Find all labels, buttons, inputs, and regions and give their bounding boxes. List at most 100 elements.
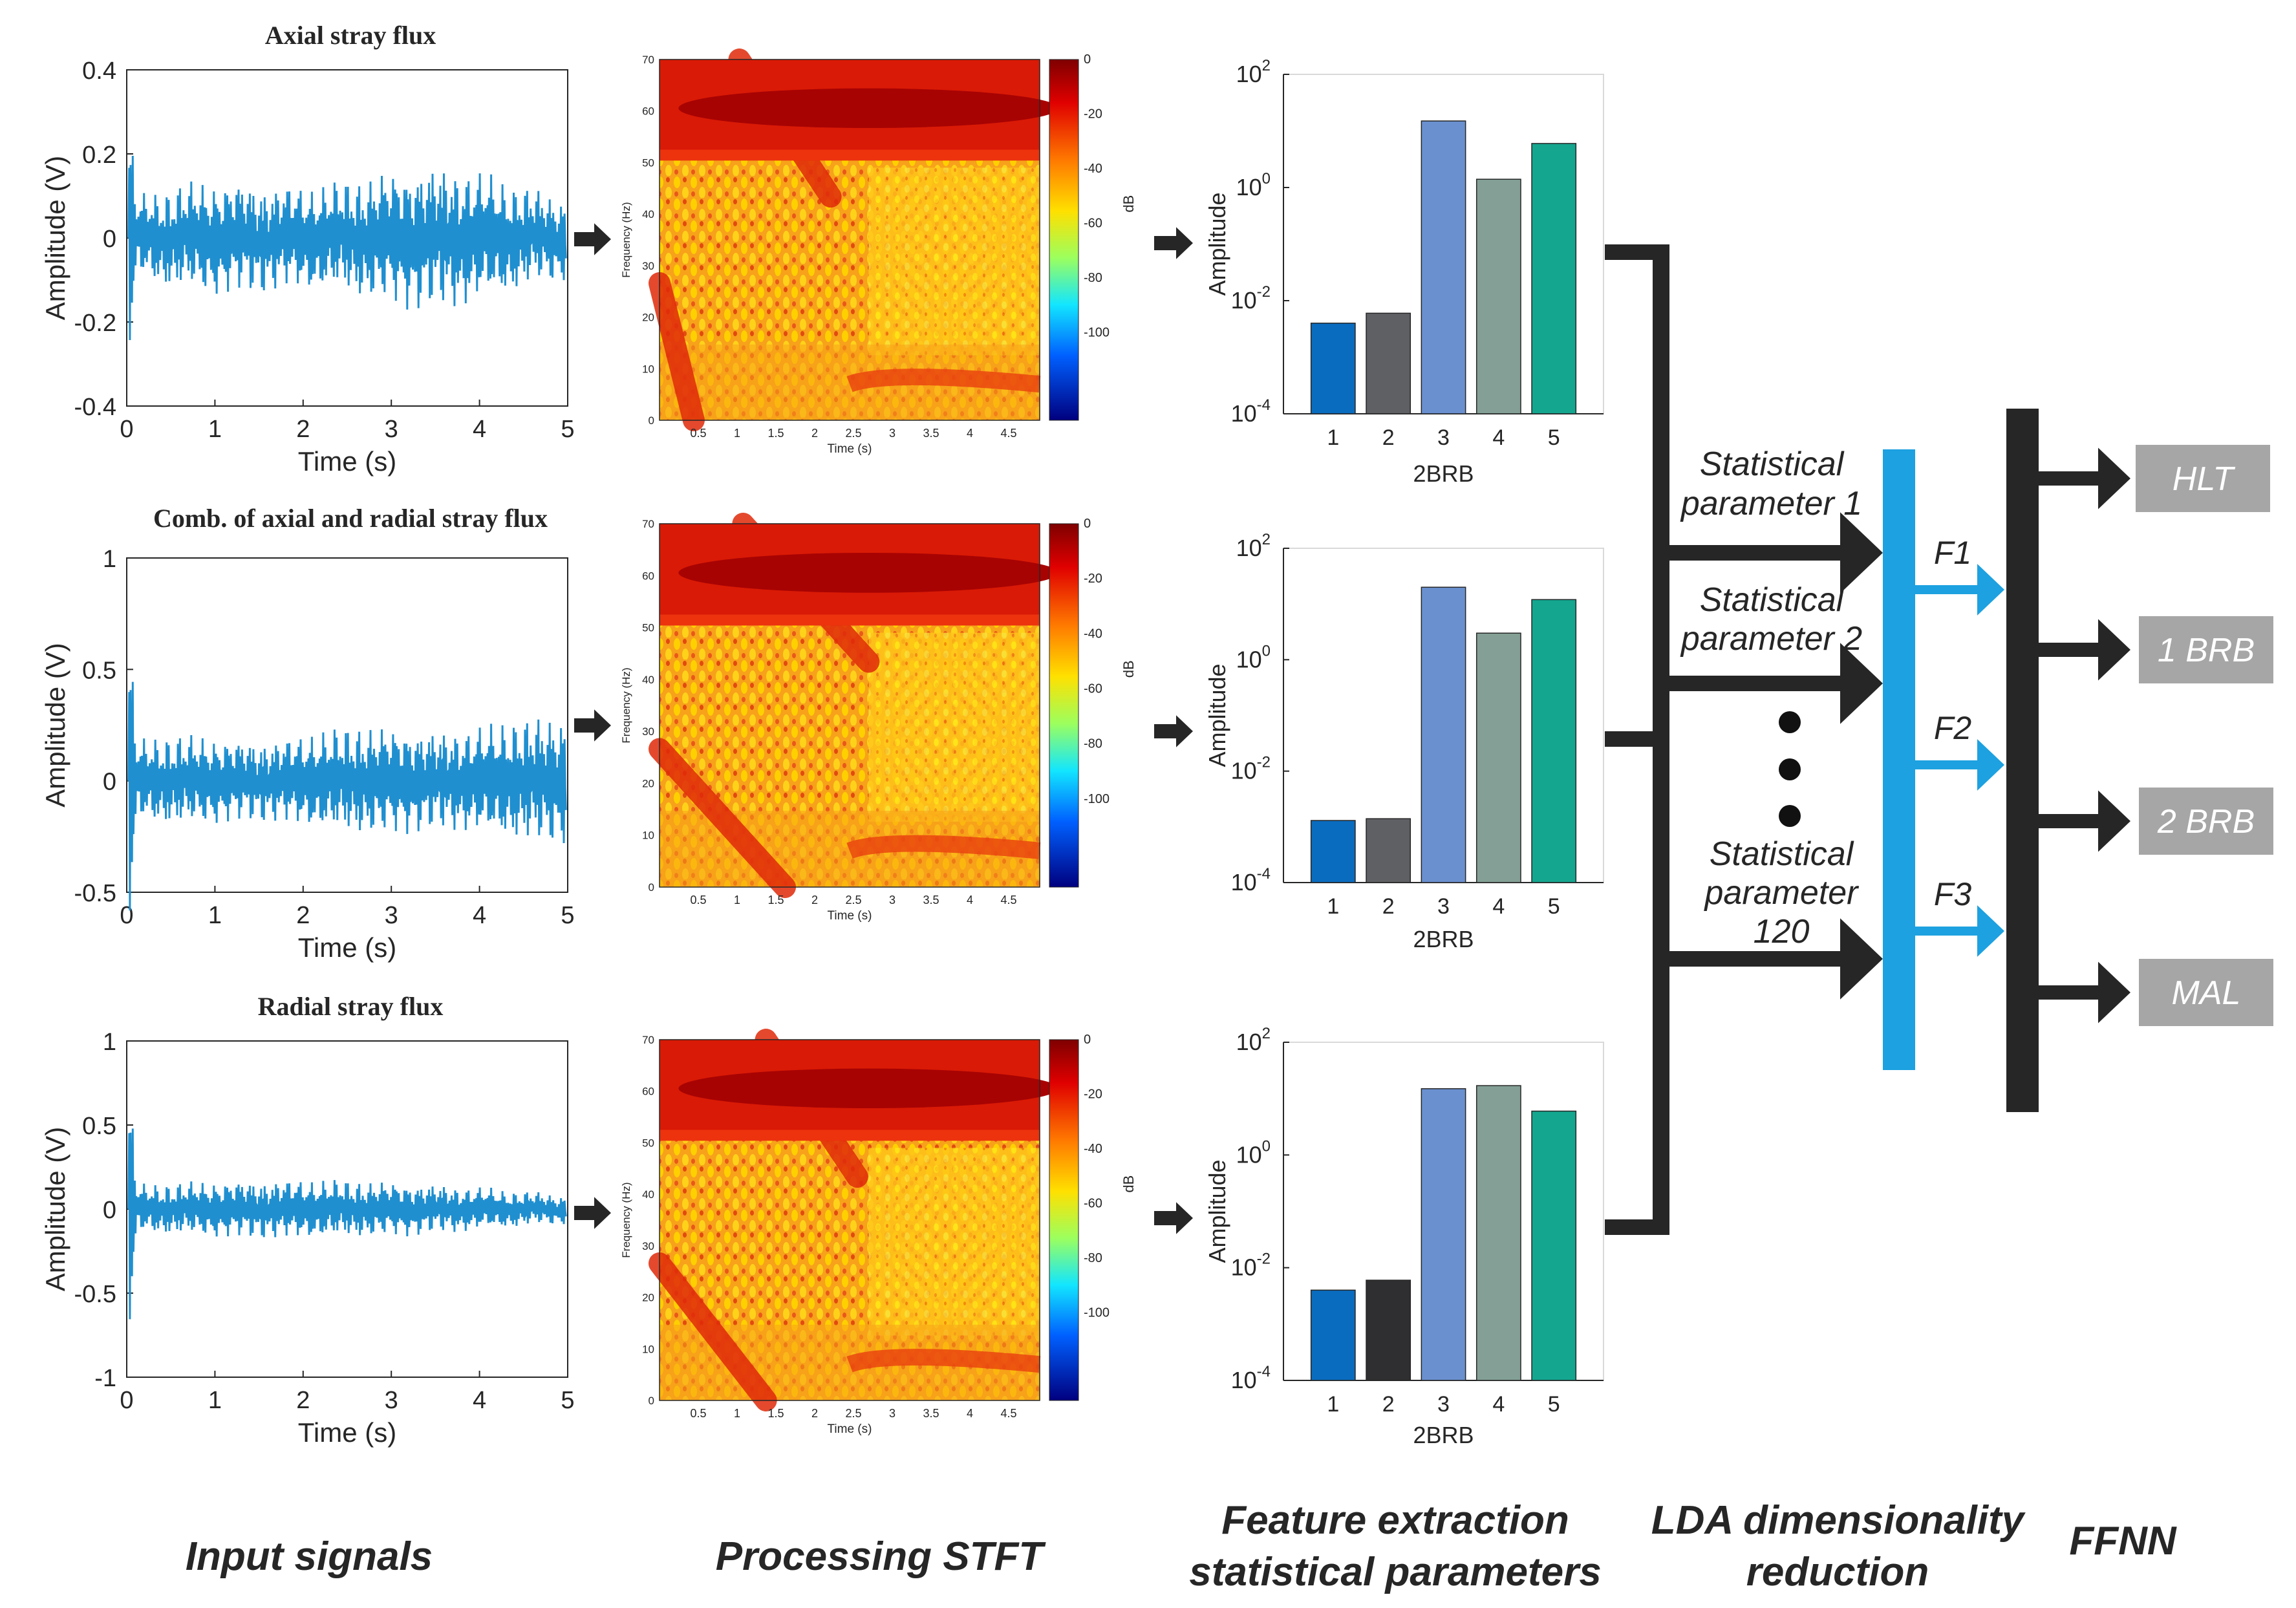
y-tick-label: 40 <box>642 1188 654 1201</box>
y-tick-label: 60 <box>642 105 654 118</box>
bar-x-tick-label: 5 <box>1548 1392 1560 1417</box>
y-tick-label: 0.5 <box>82 657 116 684</box>
y-tick-label: -0.5 <box>74 1281 116 1308</box>
signal-axes <box>126 557 568 893</box>
bar-5 <box>1531 599 1577 883</box>
spectrogram-axes <box>659 523 1040 888</box>
signal-title: Axial stray flux <box>265 21 436 50</box>
bar-y-tick-exponent: 2 <box>1262 531 1271 548</box>
colorbar-tick-label: -60 <box>1084 1197 1102 1211</box>
y-tick-label: 0 <box>649 1395 654 1407</box>
x-tick-label: 1 <box>734 1407 740 1420</box>
x-tick-label: 1 <box>208 1387 222 1414</box>
y-axis-label: Amplitude (V) <box>40 643 70 807</box>
x-tick-label: 1 <box>734 894 740 906</box>
bar-y-tick-label: 100 <box>1236 1137 1271 1168</box>
colorbar-label: dB <box>1121 195 1137 213</box>
y-tick-label: -1 <box>94 1365 116 1392</box>
spectrogram-band-edge <box>660 614 1040 626</box>
colorbar <box>1049 523 1079 888</box>
stage-label-features: Feature extraction <box>1221 1498 1569 1543</box>
bar-y-tick-exponent: -2 <box>1257 1250 1271 1268</box>
signal-waveform <box>127 1128 567 1320</box>
arrow-to-features <box>1154 227 1193 259</box>
spectrogram-ridge <box>649 738 797 898</box>
colorbar-tick-label: 0 <box>1084 1033 1091 1047</box>
y-tick-label: 50 <box>642 156 654 169</box>
bar-x-tick-label: 2 <box>1382 894 1395 919</box>
bar-y-tick-exponent: -4 <box>1257 396 1271 414</box>
y-tick-label: 0 <box>103 226 116 253</box>
bar-x-tick-label: 3 <box>1437 425 1450 450</box>
bar-y-tick-label: 102 <box>1236 531 1271 561</box>
bar-1 <box>1310 820 1356 883</box>
bar-y-tick-label: 10-2 <box>1231 754 1271 784</box>
bar-x-tick-label: 1 <box>1327 425 1339 450</box>
x-tick-label: 3 <box>385 902 398 929</box>
colorbar-tick-label: -20 <box>1084 572 1102 586</box>
bar-5 <box>1531 143 1577 414</box>
bar-3 <box>1421 120 1466 414</box>
bar-4 <box>1475 632 1521 883</box>
bar-x-tick-label: 1 <box>1327 1392 1339 1417</box>
x-tick-label: 4 <box>473 1387 486 1414</box>
x-tick-label: 3.5 <box>923 894 939 906</box>
spectrogram-region <box>868 632 1040 822</box>
signal-title: Radial stray flux <box>258 992 444 1021</box>
bar-y-tick-exponent: -4 <box>1257 1363 1271 1380</box>
x-tick-label: 1 <box>208 416 222 443</box>
bar-y-tick-exponent: -4 <box>1257 865 1271 883</box>
x-tick-label: 2 <box>296 1387 310 1414</box>
x-tick-label: 3 <box>889 427 896 440</box>
y-tick-label: 10 <box>642 363 654 375</box>
x-tick-label: 2.5 <box>845 427 861 440</box>
bar-y-tick-exponent: -2 <box>1257 283 1271 301</box>
y-tick-label: 0 <box>649 414 654 427</box>
y-tick-label: 70 <box>642 1034 654 1046</box>
y-tick-label: 1 <box>103 1029 116 1056</box>
bar-y-tick-label: 10-4 <box>1231 865 1271 895</box>
output-box <box>2139 616 2273 683</box>
bar-x-tick-label: 5 <box>1548 425 1560 450</box>
x-tick-label: 2 <box>811 427 818 440</box>
spectrogram-ridge <box>649 1252 777 1411</box>
output-label: MAL <box>2172 974 2241 1012</box>
y-tick-label: 40 <box>642 208 654 220</box>
y-tick-label: 50 <box>642 622 654 634</box>
arrow-to-stft <box>574 709 611 742</box>
feature-label: F2 <box>1934 710 1972 746</box>
bar-y-tick-exponent: 2 <box>1262 1025 1271 1042</box>
spectrogram-band-core <box>678 1068 1059 1109</box>
x-tick-label: 4 <box>967 894 973 906</box>
y-tick-label: 10 <box>642 830 654 842</box>
output-arrow <box>2037 790 2130 852</box>
ffnn-bar <box>2006 409 2039 1112</box>
output-arrow <box>2037 447 2130 509</box>
y-tick-label: 20 <box>642 777 654 789</box>
bar-y-tick-exponent: 0 <box>1262 1137 1271 1155</box>
param-label: parameter 2 <box>1680 620 1862 658</box>
y-tick-label: 70 <box>642 54 654 66</box>
x-tick-label: 0 <box>120 1387 133 1414</box>
stage-label-stft: Processing STFT <box>716 1534 1047 1579</box>
stage-label-lda: LDA dimensionality <box>1651 1498 2026 1543</box>
y-tick-label: 0.2 <box>82 142 116 169</box>
bar-y-tick-label: 100 <box>1236 642 1271 672</box>
bar-y-tick-label: 10-2 <box>1231 283 1271 314</box>
y-tick-label: -0.4 <box>74 394 116 421</box>
colorbar-label: dB <box>1121 660 1137 678</box>
y-axis-label: Amplitude (V) <box>40 1127 70 1291</box>
merge-bus <box>1653 244 1669 1235</box>
x-tick-label: 3.5 <box>923 1407 939 1420</box>
x-tick-label: 2 <box>811 894 818 906</box>
bar-y-tick-label: 10-4 <box>1231 1363 1271 1393</box>
x-tick-label: 4.5 <box>1000 894 1016 906</box>
bar-x-tick-label: 4 <box>1492 1392 1505 1417</box>
